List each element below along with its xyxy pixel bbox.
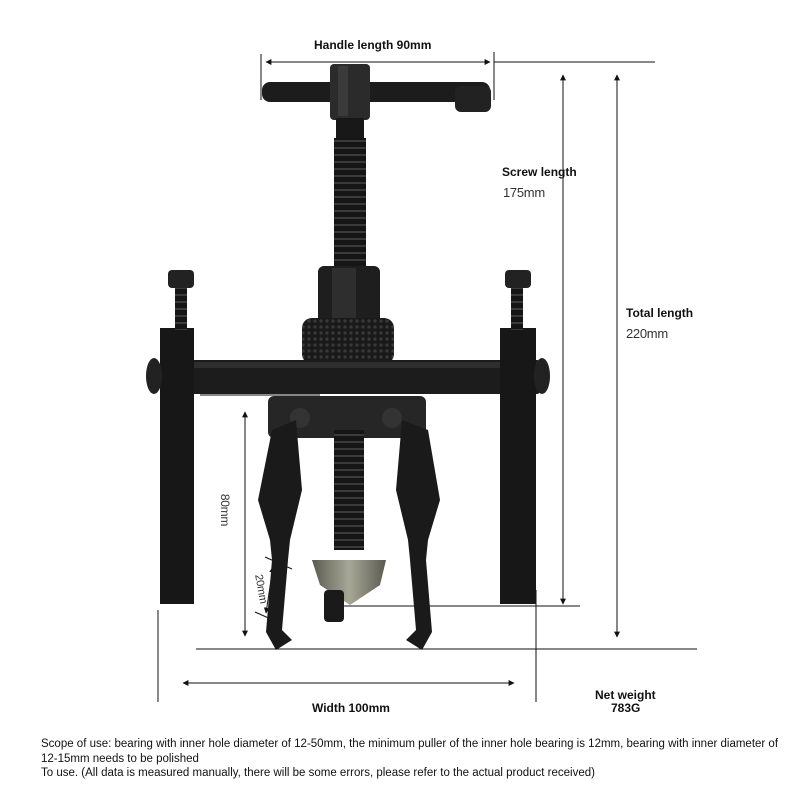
left-leg bbox=[160, 328, 194, 604]
screw-length-label: Screw length bbox=[502, 165, 577, 179]
screw-length-value: 175mm bbox=[503, 185, 545, 200]
right-jaw bbox=[396, 420, 440, 650]
net-weight-value: 783G bbox=[611, 701, 641, 715]
width-label: Width 100mm bbox=[312, 701, 390, 715]
net-weight-label: Net weight bbox=[595, 688, 656, 702]
disclaimer-text: To use. (All data is measured manually, … bbox=[41, 767, 595, 779]
total-length-value: 220mm bbox=[626, 326, 668, 341]
t-handle-bar bbox=[262, 82, 490, 102]
gear-puller bbox=[146, 64, 550, 650]
handle-length-label: Handle length 90mm bbox=[314, 38, 432, 52]
crossbar bbox=[160, 360, 540, 394]
scope-of-use-text: Scope of use: bearing with inner hole di… bbox=[41, 738, 779, 765]
right-leg bbox=[500, 328, 536, 604]
jaw-height-label: 80mm bbox=[218, 493, 233, 527]
total-length-label: Total length bbox=[626, 306, 694, 320]
left-jaw bbox=[258, 420, 302, 650]
center-cone bbox=[312, 560, 386, 605]
usage-notes: Scope of use: bearing with inner hole di… bbox=[41, 737, 786, 781]
handle-hex-head bbox=[330, 64, 370, 120]
knurled-nut bbox=[302, 318, 394, 364]
main-screw bbox=[334, 138, 366, 268]
